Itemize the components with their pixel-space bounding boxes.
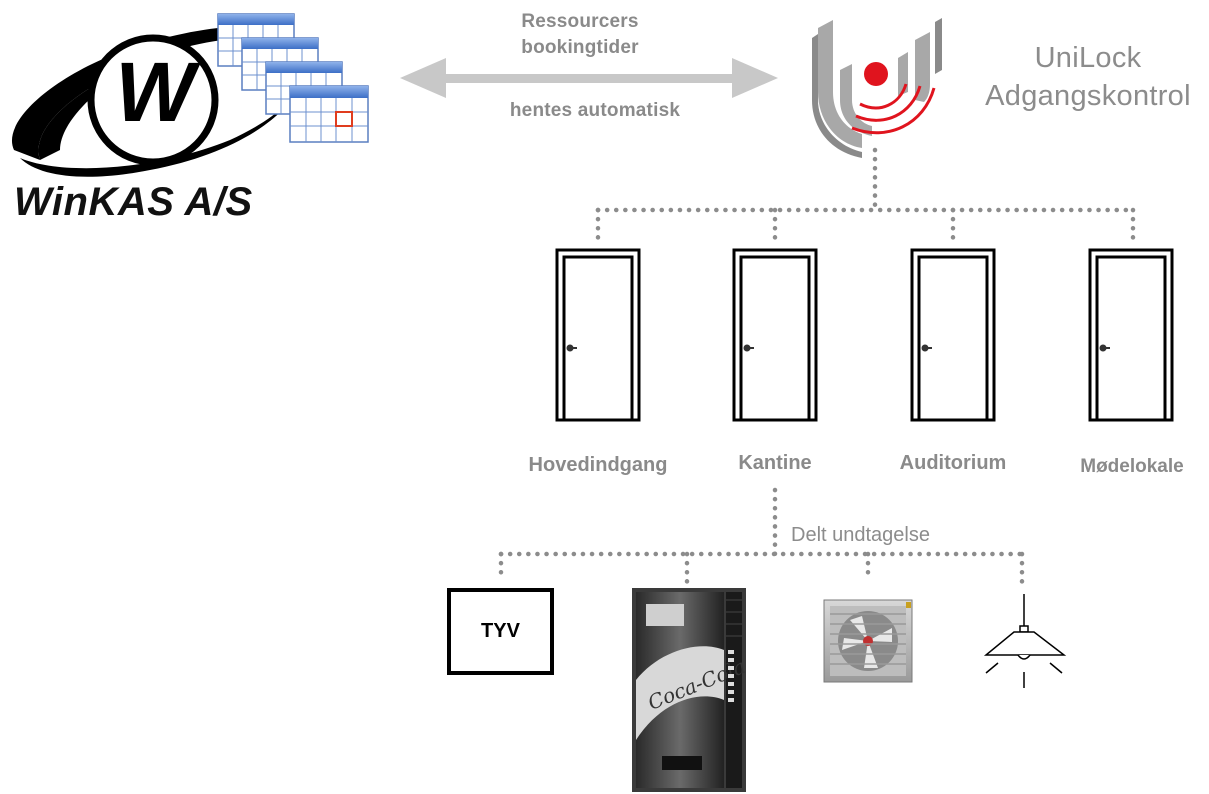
winkas-logo-letter: W [115, 45, 195, 139]
door-icon [732, 248, 818, 422]
winkas-circle [87, 34, 219, 166]
sync-label-line1: Ressourcers [521, 11, 639, 32]
calendar-stack-icon [217, 13, 369, 143]
alarm-box: TYV [447, 588, 554, 675]
calendar-icon [289, 85, 369, 143]
vending-machine-icon: Coca-Cola [632, 588, 749, 792]
door-label-hovedindgang: Hovedindgang [528, 454, 668, 476]
unilock-logo [812, 18, 942, 158]
double-arrow-icon [400, 58, 778, 98]
unilock-name: UniLock [1034, 42, 1142, 74]
ceiling-lamp-icon [983, 594, 1067, 688]
company-name: WinKAS A/S [14, 180, 253, 224]
ventilation-fan-icon [823, 599, 913, 683]
calendar-highlight [335, 111, 353, 127]
door-label-auditorium: Auditorium [899, 452, 1007, 474]
sync-label-line2: bookingtider [521, 37, 639, 58]
winkas-swoosh-lower [20, 85, 300, 177]
unilock-red-dot [864, 62, 888, 86]
connector-lines [498, 147, 1136, 587]
door-label-kantine: Kantine [738, 452, 812, 474]
door-icon [1088, 248, 1174, 422]
alarm-label: TYV [481, 620, 520, 642]
exception-label: Delt undtagelse [791, 524, 930, 546]
door-icon [910, 248, 996, 422]
unilock-subtitle: Adgangskontrol [985, 80, 1191, 112]
unilock-gray-left [818, 20, 862, 148]
winkas-logo [11, 26, 300, 177]
door-icon [555, 248, 641, 422]
door-label-modelokale: Mødelokale [1080, 456, 1184, 477]
unilock-gray-inner-left [840, 64, 872, 136]
unilock-gray-right [915, 32, 930, 102]
sync-label-line3: hentes automatisk [509, 100, 681, 121]
